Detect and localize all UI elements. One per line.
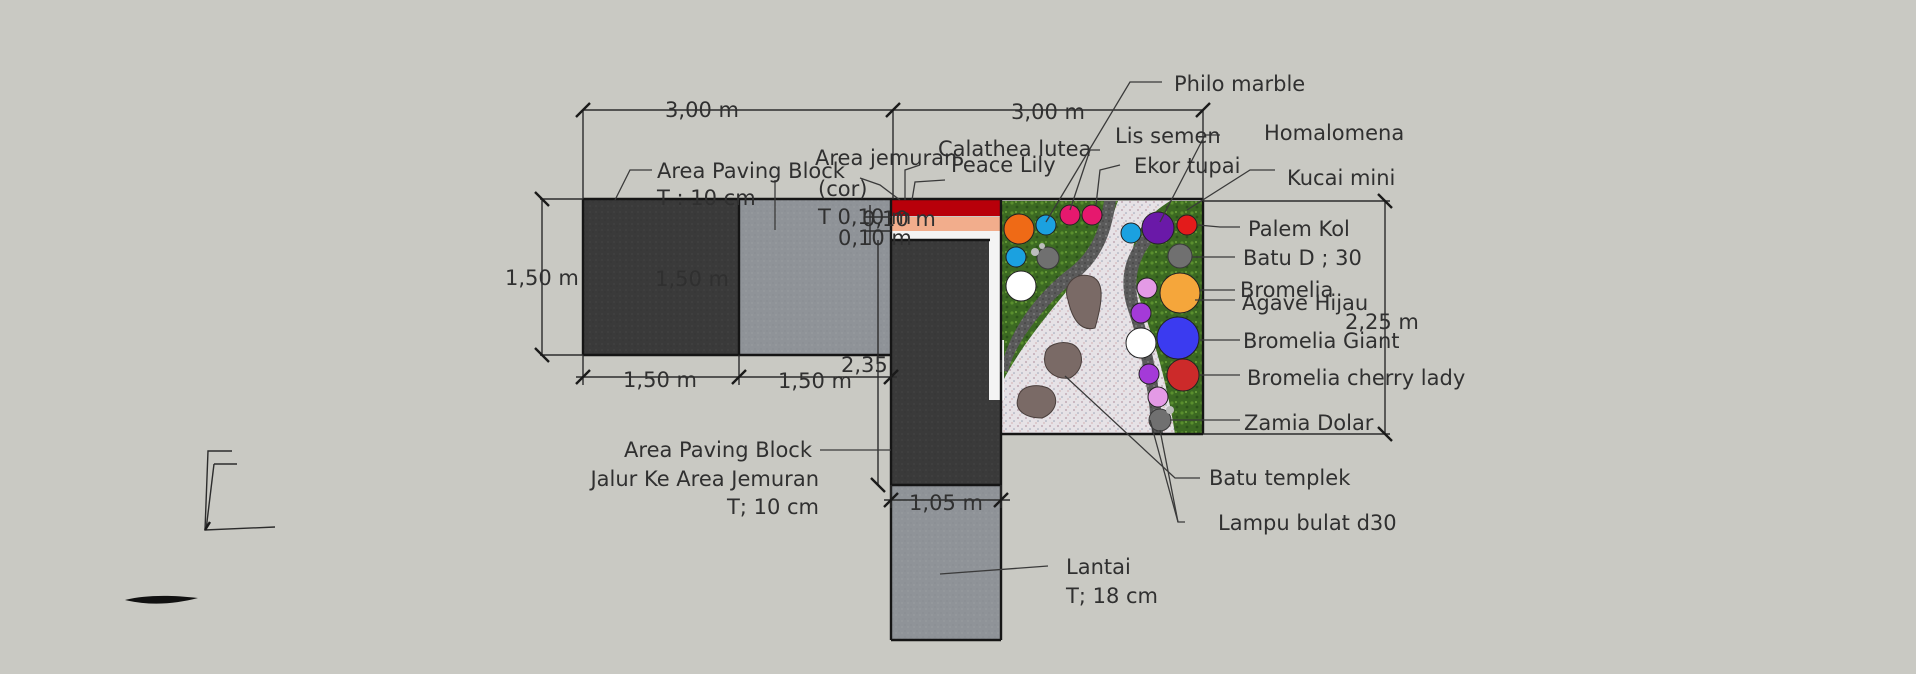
dim-strip-a: 0,10 m: [862, 207, 936, 231]
label-bromelia-giant: Bromelia Giant: [1243, 329, 1400, 353]
label-calathea: Calathea lutea: [938, 137, 1091, 161]
paving-dark-path: [891, 240, 1001, 485]
label-batu-d: Batu D ; 30: [1243, 246, 1362, 270]
plant-violet-2: [1138, 363, 1160, 385]
plant-lilac-2: [1147, 386, 1169, 408]
stone-small-b: [1039, 243, 1045, 249]
plant-violet-1: [1130, 302, 1152, 324]
batu-templek-3: [1016, 385, 1057, 419]
plant-cyan-3: [1005, 246, 1027, 268]
label-area-jemuran-cor: (cor): [818, 177, 867, 201]
label-homalomena: Homalomena: [1264, 121, 1404, 145]
dim-garden-height: 2,25 m: [1345, 310, 1419, 334]
label-lantai-t: T; 18 cm: [1065, 584, 1158, 608]
plant-cyan-1: [1035, 214, 1057, 236]
stone-small-c: [1166, 406, 1174, 414]
salmon-strip: [891, 217, 1001, 231]
plant-white-2: [1125, 327, 1157, 359]
white-strip: [891, 231, 1001, 241]
plant-pink-2: [1081, 204, 1103, 226]
label-area-paving-top-t: T : 10 cm: [656, 186, 756, 210]
plant-bromelia-giant: [1156, 316, 1200, 360]
stone-small-a: [1031, 248, 1039, 256]
plant-cyan-2: [1120, 222, 1142, 244]
plant-pink-1: [1059, 204, 1081, 226]
label-area-jemuran: Area jemuran: [815, 146, 957, 170]
axis-marker: [203, 450, 276, 531]
dim-top-right: 3,00 m: [1011, 100, 1085, 124]
paving-light-middle: [739, 199, 891, 354]
batu-templek-2: [1044, 342, 1082, 379]
lis-semen-red-strip: [891, 200, 1001, 216]
paving-dark-left: [583, 199, 739, 354]
plant-white-1: [1005, 270, 1037, 302]
batu-d-stone-1: [1036, 246, 1060, 270]
dim-top-left: 3,00 m: [665, 98, 739, 122]
dim-path-length: 2,35: [841, 353, 888, 377]
label-palem-kol: Palem Kol: [1248, 217, 1350, 241]
label-area-paving-top: Area Paving Block: [657, 159, 846, 183]
label-kucai: Kucai mini: [1287, 166, 1395, 190]
lantai-floor: [891, 485, 1001, 640]
plant-lilac-1: [1136, 277, 1158, 299]
dim-bottom-mid: 1,50 m: [778, 369, 852, 393]
plant-agave-orange: [1159, 272, 1201, 314]
dim-path-width: 1,05 m: [909, 491, 983, 515]
label-agave: Agave Hijau: [1242, 291, 1368, 315]
dim-bottom-left: 1,50 m: [623, 368, 697, 392]
label-philo: Philo marble: [1174, 72, 1305, 96]
label-ekor-tupai: Ekor tupai: [1134, 154, 1240, 178]
label-peace-lily: Peace Lily: [951, 153, 1056, 177]
leader-lines: [614, 81, 1275, 575]
label-bromelia-cherry: Bromelia cherry lady: [1247, 366, 1465, 390]
batu-templek-1: [1066, 274, 1102, 330]
dimension-lines: [534, 102, 1393, 508]
scale-mark: [125, 595, 198, 604]
dim-strip-t: T 0,10 m: [817, 205, 911, 229]
dim-inner-height: 1,50 m: [655, 267, 729, 291]
label-lis-semen: Lis semen: [1115, 124, 1221, 148]
dim-strip-b: 0,10 m: [838, 226, 912, 250]
label-zamia: Zamia Dolar: [1244, 411, 1374, 435]
label-area-paving-path-3: T; 10 cm: [726, 495, 819, 519]
stone-border-left: [1001, 201, 1116, 372]
plant-red-small: [1176, 214, 1198, 236]
stone-border-right: [1123, 215, 1175, 434]
label-lantai: Lantai: [1066, 555, 1131, 579]
label-lampu: Lampu bulat d30: [1218, 511, 1397, 535]
label-bromelia: Bromelia: [1240, 278, 1333, 302]
plant-purple: [1141, 211, 1175, 245]
plant-bromelia-cherry: [1166, 358, 1200, 392]
batu-d-stone-2: [1167, 243, 1193, 269]
label-area-paving-path-2: Jalur Ke Area Jemuran: [588, 467, 819, 491]
dim-left-height: 1,50 m: [505, 266, 579, 290]
label-area-paving-path-1: Area Paving Block: [624, 438, 813, 462]
plant-orange: [1003, 213, 1035, 245]
label-batu-templek: Batu templek: [1209, 466, 1351, 490]
